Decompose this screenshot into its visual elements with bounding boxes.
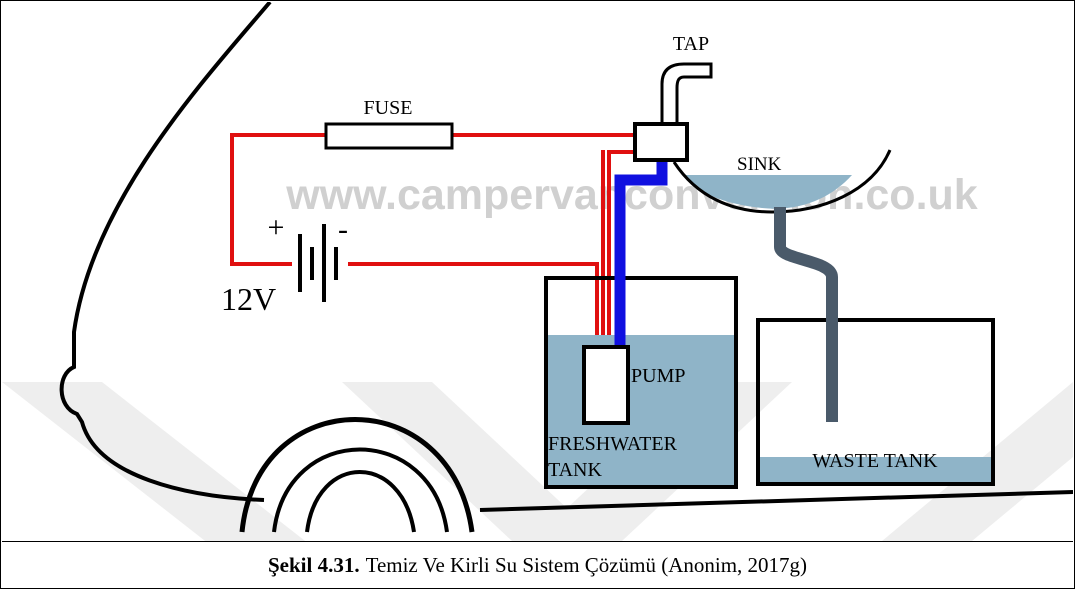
wheel-outer	[272, 447, 449, 533]
tap-body	[633, 122, 689, 162]
waste-pipe	[774, 207, 838, 422]
figure-caption: Şekil 4.31. Temiz Ve Kirli Su Sistem Çöz…	[2, 541, 1073, 589]
tap-label: TAP	[673, 33, 709, 55]
voltage-label: 12V	[221, 281, 276, 317]
wheel-inner	[305, 470, 416, 533]
fuse-label: FUSE	[364, 97, 413, 119]
pump-label: PUMP	[631, 365, 685, 387]
battery-icon	[298, 224, 338, 302]
sink-bowl	[672, 149, 892, 214]
wheel-arch	[239, 417, 475, 533]
waste-water	[758, 457, 993, 484]
freshwater-tank	[544, 276, 738, 489]
van-floor-line	[479, 490, 1073, 512]
waste-tank	[756, 318, 995, 486]
van-body-outline	[59, 2, 272, 502]
water-system-diagram: www.campervanconversion.co.uk FUSE + -	[2, 2, 1073, 541]
fresh-water-pipe	[614, 160, 668, 347]
freshwater-label-line1: FRESHWATER	[548, 433, 678, 455]
figure-number: Şekil 4.31.	[267, 553, 360, 577]
fuse-icon	[324, 122, 454, 150]
red-wiring	[230, 133, 634, 347]
pump-icon	[582, 345, 630, 425]
waste-tank-label: WASTE TANK	[812, 450, 938, 472]
freshwater-water	[546, 335, 736, 487]
sink-label: SINK	[737, 154, 782, 175]
battery-plus-label: +	[268, 211, 285, 244]
figure-caption-text: Temiz Ve Kirli Su Sistem Çözümü (Anonim,…	[365, 553, 808, 577]
battery-minus-label: -	[338, 213, 348, 246]
freshwater-label-line2: TANK	[548, 459, 603, 481]
sink-water	[682, 175, 852, 209]
tap-spout	[660, 62, 713, 126]
